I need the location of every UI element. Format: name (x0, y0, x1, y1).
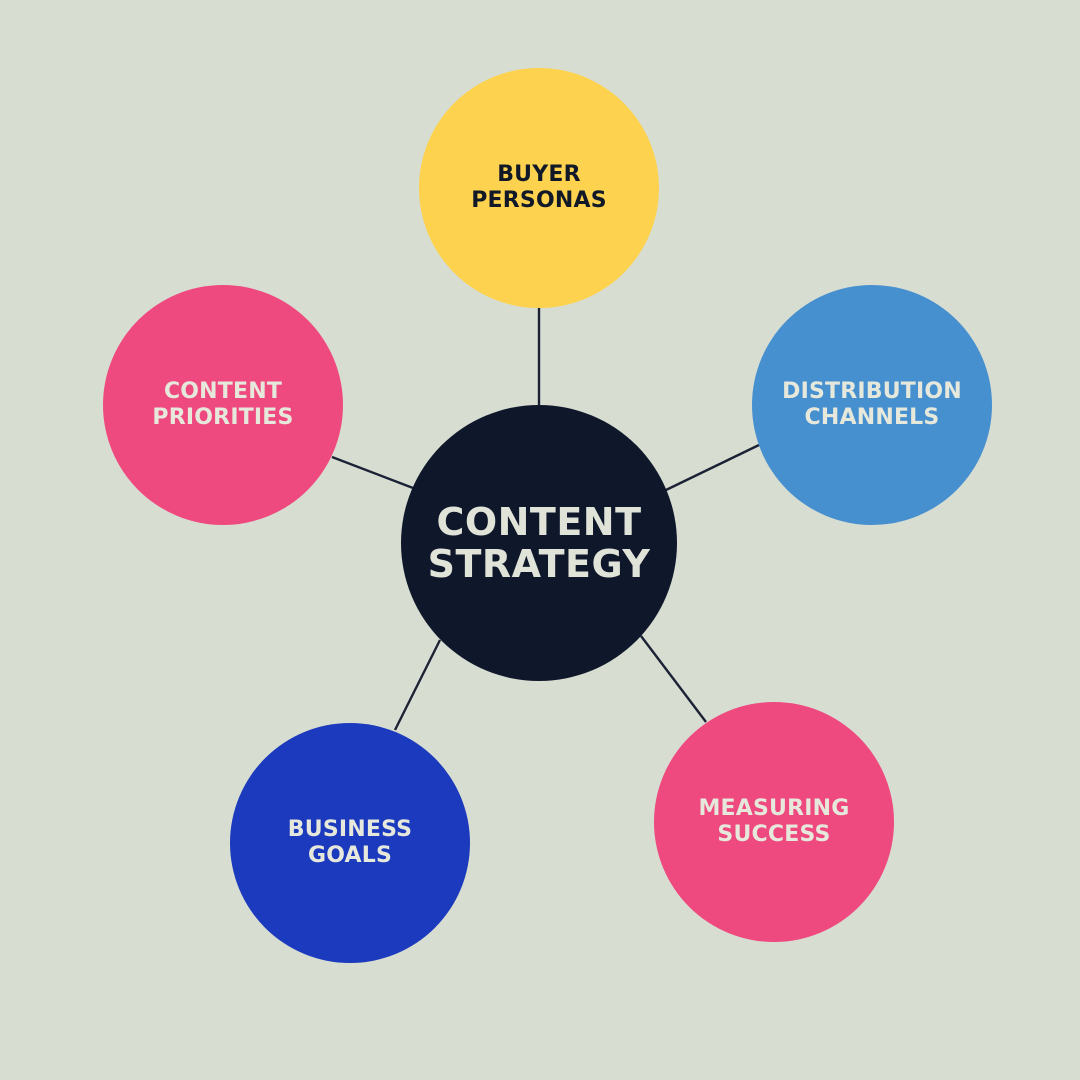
node-business-goals: BUSINESS GOALS (230, 723, 470, 963)
connector-business-goals (393, 639, 442, 731)
connector-distribution-channels (665, 443, 760, 492)
node-label-measuring-success: MEASURING SUCCESS (698, 796, 850, 847)
node-content-priorities: CONTENT PRIORITIES (103, 285, 343, 525)
node-buyer-personas: BUYER PERSONAS (419, 68, 659, 308)
node-measuring-success: MEASURING SUCCESS (654, 702, 894, 942)
node-label-content-priorities: CONTENT PRIORITIES (152, 379, 294, 430)
node-distribution-channels: DISTRIBUTION CHANNELS (752, 285, 992, 525)
node-content-strategy: CONTENT STRATEGY (401, 405, 677, 681)
node-label-distribution-channels: DISTRIBUTION CHANNELS (782, 379, 962, 430)
connector-content-priorities (331, 455, 414, 490)
node-label-buyer-personas: BUYER PERSONAS (471, 162, 607, 213)
node-label-business-goals: BUSINESS GOALS (287, 817, 413, 868)
connector-measuring-success (640, 635, 707, 723)
node-label-content-strategy: CONTENT STRATEGY (427, 500, 651, 586)
